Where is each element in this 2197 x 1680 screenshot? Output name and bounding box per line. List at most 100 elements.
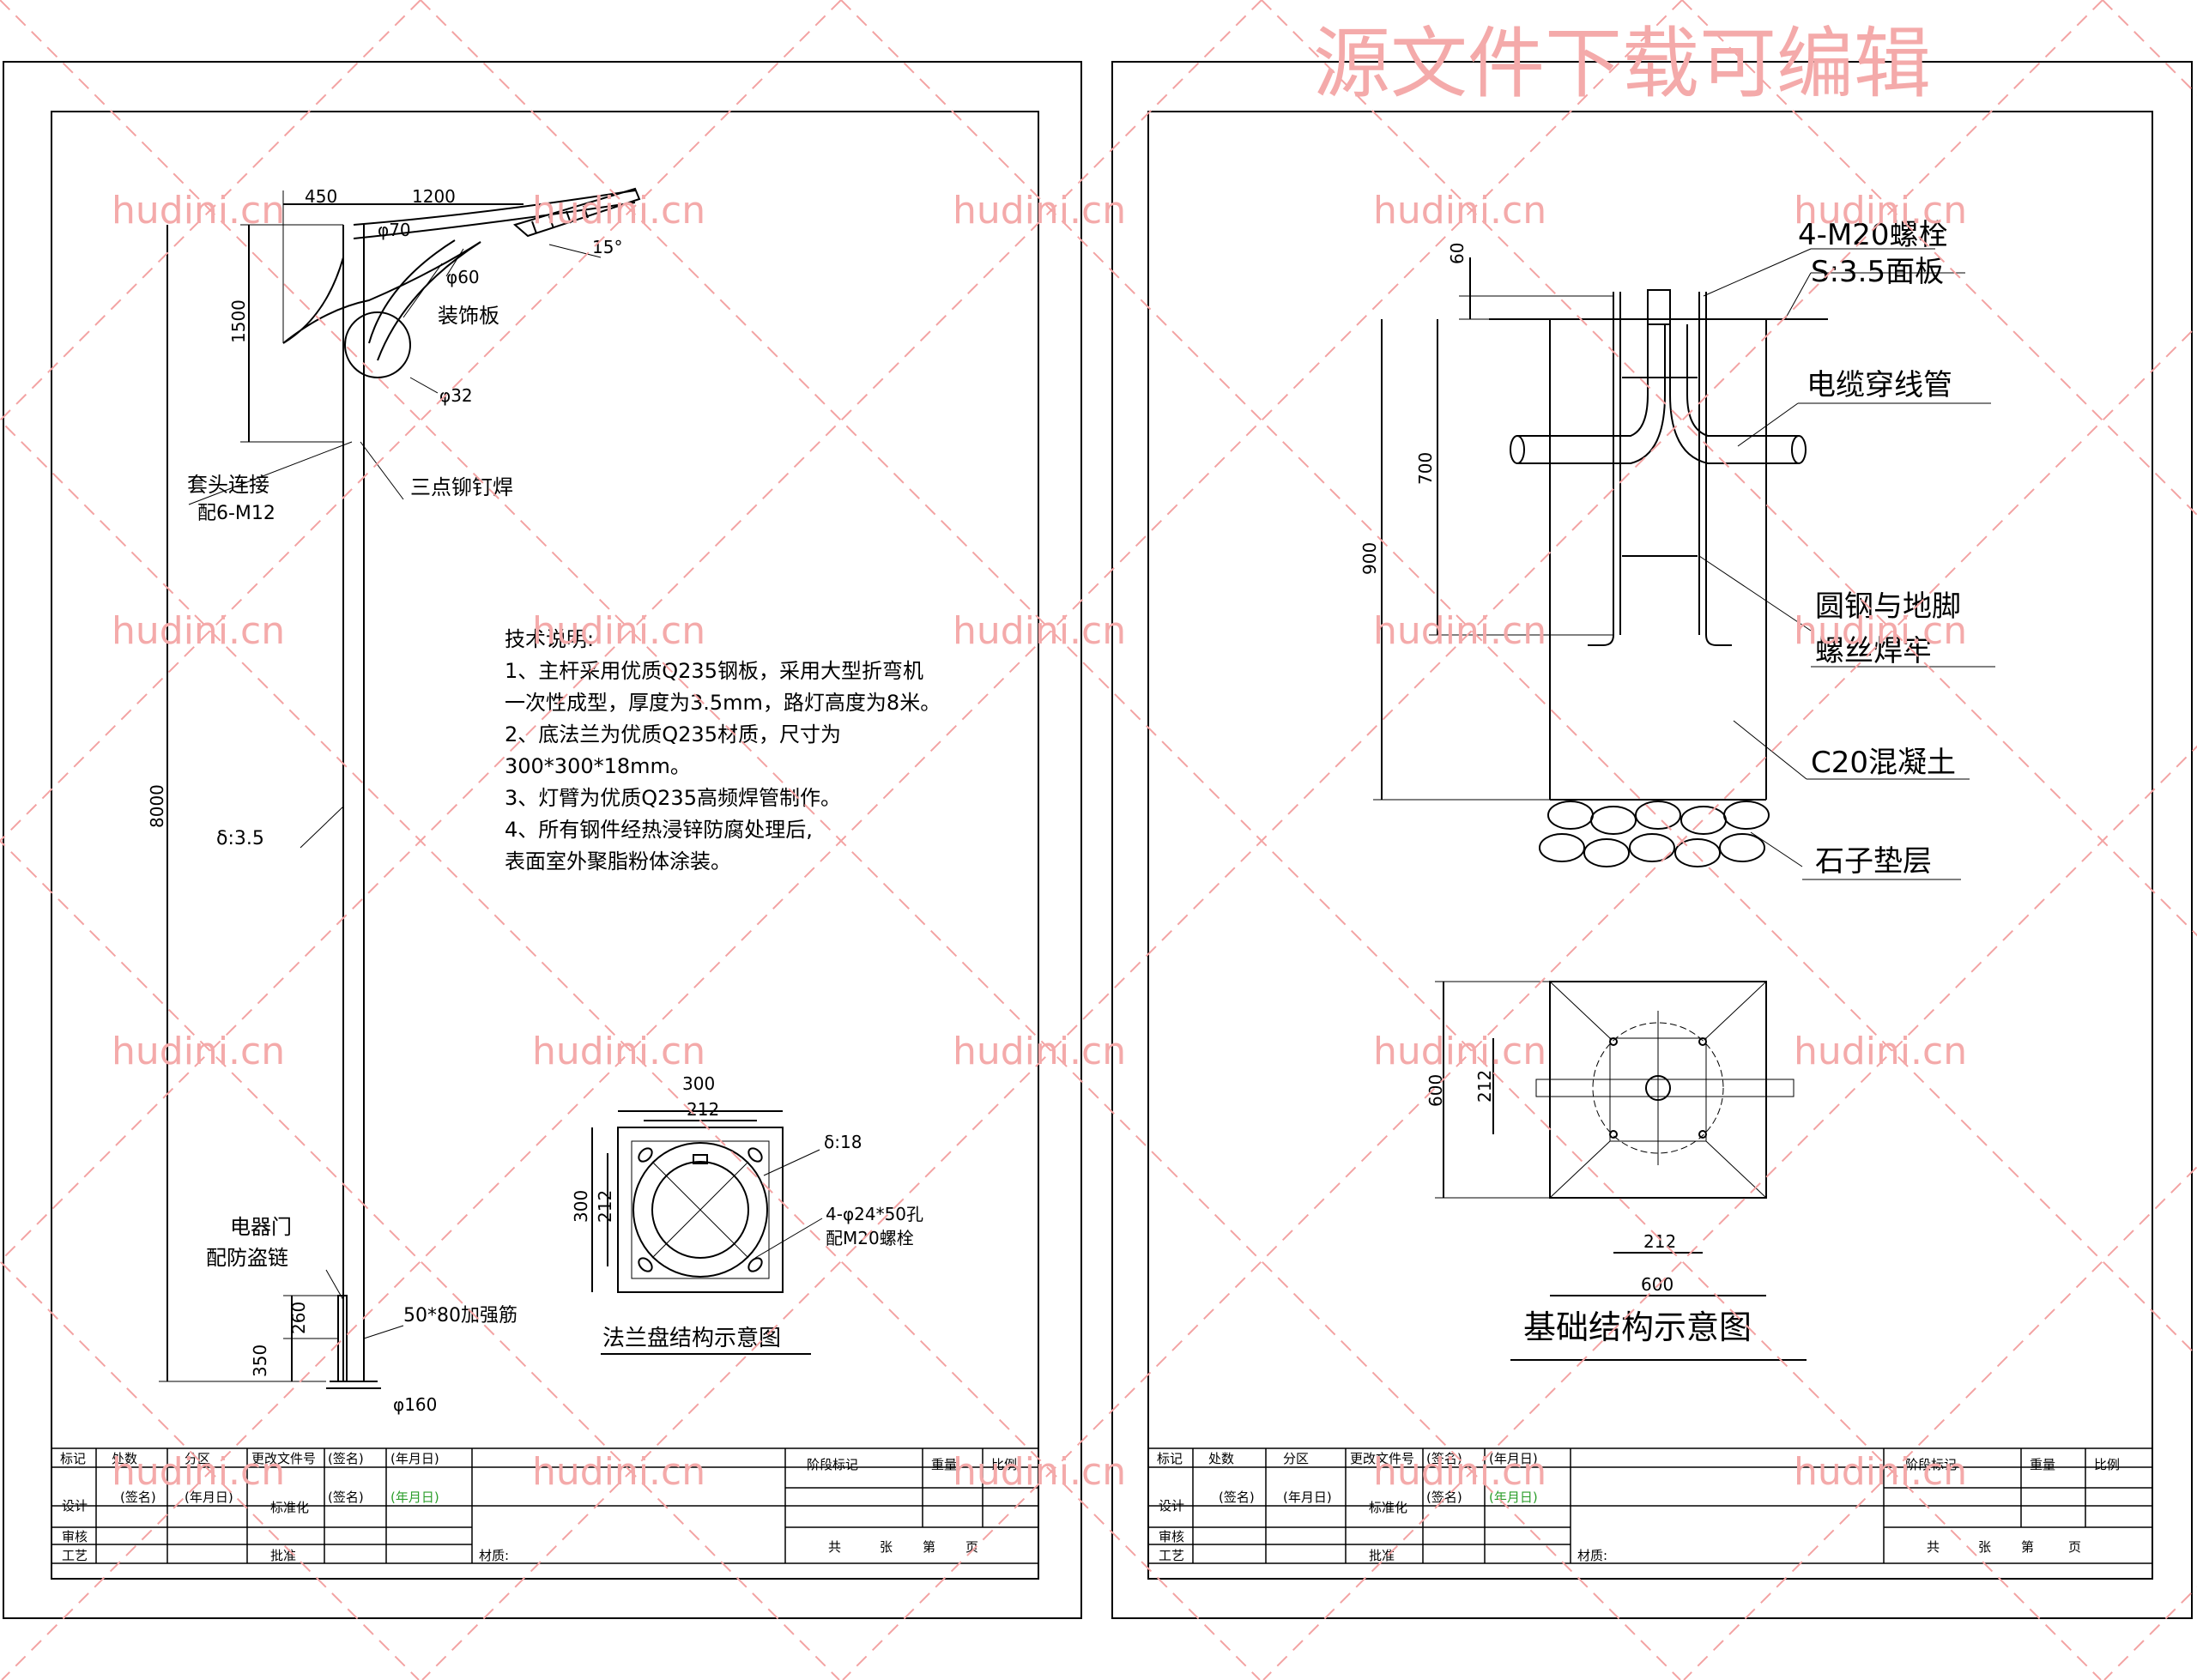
tb-change-doc: 更改文件号 <box>251 1451 316 1466</box>
watermark-line <box>2102 0 2197 96</box>
tb-date: (年月日) <box>1283 1490 1332 1505</box>
tb-design: 设计 <box>62 1498 88 1514</box>
plan-dim-212-bottom: 212 <box>1643 1231 1676 1252</box>
tb-mark: 标记 <box>60 1451 86 1466</box>
watermark-line <box>1 0 1683 1680</box>
sheet-borders <box>3 61 2193 1619</box>
label-top-panel: S:3.5面板 <box>1811 255 1944 289</box>
label-sleeve-connection: 套头连接 <box>187 473 269 497</box>
watermark-site-text: hudini.cn <box>112 189 285 233</box>
foundation-section-text: 4-M20螺栓 S:3.5面板 电缆穿线管 圆钢与地脚 螺丝焊牢 C20混凝土 … <box>1359 218 1961 879</box>
dim-h260: 260 <box>288 1302 309 1334</box>
flange-title: 法兰盘结构示意图 <box>602 1326 781 1351</box>
tech-note-line: 一次性成型，厚度为3.5mm，路灯高度为8米。 <box>505 691 941 715</box>
tb-craft: 工艺 <box>1159 1548 1184 1563</box>
foundation-plan-text: 600 212 212 600 基础结构示意图 <box>1425 1070 1752 1346</box>
tb-material: 材质: <box>1577 1548 1607 1563</box>
watermark-line <box>1261 0 2197 937</box>
tb-stage-mark: 阶段标记 <box>807 1457 858 1472</box>
watermark-line <box>0 0 421 422</box>
tb-date-header: (年月日) <box>390 1451 439 1466</box>
tb-scale: 比例 <box>991 1457 1017 1472</box>
tb-craft: 工艺 <box>62 1548 88 1563</box>
tb-design: 设计 <box>1159 1498 1184 1514</box>
tb-weight: 重量 <box>2030 1457 2055 1472</box>
watermark-line <box>0 419 1261 1680</box>
dim-700: 700 <box>1415 452 1436 485</box>
tb-zone: 分区 <box>1283 1451 1309 1466</box>
watermark-line <box>840 0 2197 1357</box>
label-decor-plate: 装饰板 <box>438 304 499 328</box>
watermark-site-text: hudini.cn <box>1373 1450 1546 1494</box>
watermark-line <box>421 0 2103 1680</box>
watermark-site-text: hudini.cn <box>112 1450 285 1494</box>
dim-60: 60 <box>1447 243 1468 264</box>
title-block-right: 标记 处数 分区 更改文件号 (签名) (年月日) 阶段标记 重量 比例 设计 … <box>1147 1447 2153 1564</box>
watermark-line <box>842 324 2197 1680</box>
watermark-site-text: hudini.cn <box>532 189 705 233</box>
tb-sign-header: (签名) <box>1426 1451 1462 1466</box>
tech-note-line: 2、底法兰为优质Q235材质，尺寸为 <box>505 722 841 746</box>
tb-sign-2: (签名) <box>1426 1490 1462 1505</box>
tb-stage-mark: 阶段标记 <box>1905 1457 1957 1472</box>
watermark-line <box>0 0 842 843</box>
tb-sign: (签名) <box>1219 1490 1255 1505</box>
tb-total: 共 <box>1927 1539 1940 1555</box>
watermark-site-text: hudini.cn <box>112 609 285 653</box>
tb-material: 材质: <box>479 1548 509 1563</box>
tech-note-line: 4、所有钢件经热浸锌防腐处理后, <box>505 818 813 842</box>
tb-approve: 批准 <box>1369 1548 1395 1563</box>
plan-dim-600-bottom: 600 <box>1641 1274 1673 1295</box>
flange-dim-300-side: 300 <box>571 1190 591 1223</box>
tech-note-line: 300*300*18mm。 <box>505 754 691 778</box>
tb-weight: 重量 <box>931 1457 957 1472</box>
watermark-site-text: hudini.cn <box>1794 1450 1967 1494</box>
watermark-line <box>420 0 2102 1680</box>
watermark-line <box>0 1260 420 1680</box>
watermark-site-text: hudini.cn <box>532 1030 705 1073</box>
foundation-title: 基础结构示意图 <box>1523 1308 1752 1346</box>
tb-sign-header: (签名) <box>328 1451 364 1466</box>
tb-count: 处数 <box>1208 1451 1234 1466</box>
dim-arm-1200: 1200 <box>412 186 456 207</box>
watermark-site-text: hudini.cn <box>1373 189 1546 233</box>
tech-note-line: 3、灯臂为优质Q235高频焊管制作。 <box>505 786 841 810</box>
left-sheet-text: 450 1200 φ70 φ60 15° 装饰板 φ32 1500 8000 套… <box>147 186 622 1415</box>
label-cable-conduit: 电缆穿线管 <box>1807 368 1952 402</box>
label-sleeve-bolt: 配6-M12 <box>197 503 275 524</box>
dim-phi160: φ160 <box>393 1394 437 1415</box>
label-weld-note-1: 圆钢与地脚 <box>1815 589 1961 624</box>
flange-plan <box>591 1110 823 1355</box>
watermark-site-text: hudini.cn <box>532 609 705 653</box>
watermark-site-text: hudini.cn <box>953 1450 1126 1494</box>
watermark-site-text: hudini.cn <box>1373 609 1546 653</box>
watermark-line <box>2103 1586 2197 1680</box>
flange-dim-212-top: 212 <box>687 1099 719 1120</box>
tb-review: 审核 <box>62 1529 88 1544</box>
label-reinforcing-rib: 50*80加强筋 <box>403 1305 517 1326</box>
tech-note-line: 1、主杆采用优质Q235钢板，采用大型折弯机 <box>505 659 923 683</box>
watermark-site-text: hudini.cn <box>532 1450 705 1494</box>
tech-note-line: 表面室外聚脂粉体涂装。 <box>505 849 731 873</box>
label-anchor-bolts: 4-M20螺栓 <box>1798 218 1948 252</box>
dim-angle15: 15° <box>592 237 622 257</box>
tb-change-doc: 更改文件号 <box>1350 1451 1414 1466</box>
watermark-line <box>0 0 1681 1680</box>
label-electric-door: 电器门 <box>230 1215 292 1239</box>
label-gravel-layer: 石子垫层 <box>1815 844 1932 879</box>
tb-sheets: 张 <box>1978 1539 1991 1555</box>
tb-sheets: 张 <box>880 1539 893 1555</box>
dim-phi70: φ70 <box>378 220 411 240</box>
label-wall-thickness: δ:3.5 <box>216 828 264 849</box>
watermark-site-text: hudini.cn <box>953 189 1126 233</box>
label-anti-theft-chain: 配防盗链 <box>206 1246 288 1270</box>
tb-nth: 第 <box>923 1539 935 1555</box>
watermark-site-text: hudini.cn <box>1794 1030 1967 1073</box>
watermark-title: 源文件下载可编辑 <box>1313 19 1931 109</box>
tb-date: (年月日) <box>185 1490 233 1505</box>
tb-count: 处数 <box>112 1451 137 1466</box>
watermark-line <box>1262 745 2197 1680</box>
tb-mark: 标记 <box>1157 1451 1183 1466</box>
watermark-site-text: hudini.cn <box>953 609 1126 653</box>
